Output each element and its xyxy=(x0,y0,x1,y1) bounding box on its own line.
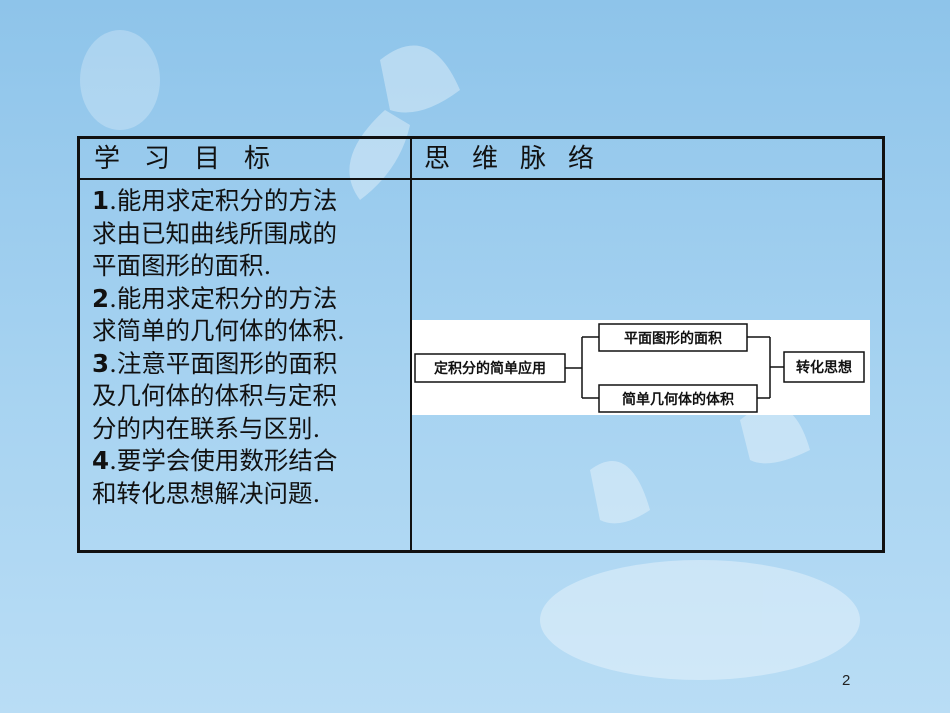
goal-item: 4.要学会使用数形结合 和转化思想解决问题. xyxy=(92,446,338,508)
header-learning-goals: 学习目标 xyxy=(80,139,412,180)
mind-map-diagram: 定积分的简单应用 平面图形的面积 简单几何体的体积 转化思想 xyxy=(412,320,870,415)
page-number: 2 xyxy=(842,672,851,689)
root-bracket xyxy=(565,336,599,399)
result-bracket xyxy=(747,336,784,399)
mind-map-svg: 定积分的简单应用 平面图形的面积 简单几何体的体积 转化思想 xyxy=(414,323,865,413)
header-mind-map: 思维脉络 xyxy=(412,139,882,180)
goals-list: 1.能用求定积分的方法 求由已知曲线所围成的 平面图形的面积. 2.能用求定积分… xyxy=(92,185,392,510)
branch-top-label: 平面图形的面积 xyxy=(624,330,722,347)
result-label: 转化思想 xyxy=(796,359,852,376)
learning-table: 学习目标 思维脉络 1.能用求定积分的方法 求由已知曲线所围成的 平面图形的面积… xyxy=(77,136,885,553)
table-divider xyxy=(410,139,412,550)
root-label: 定积分的简单应用 xyxy=(434,360,546,377)
goal-item: 1.能用求定积分的方法 求由已知曲线所围成的 平面图形的面积. xyxy=(92,186,338,280)
branch-bottom-label: 简单几何体的体积 xyxy=(622,391,734,408)
goal-item: 3.注意平面图形的面积 及几何体的体积与定积 分的内在联系与区别. xyxy=(92,348,338,443)
goal-item: 2.能用求定积分的方法 求简单的几何体的体积. xyxy=(92,283,345,346)
